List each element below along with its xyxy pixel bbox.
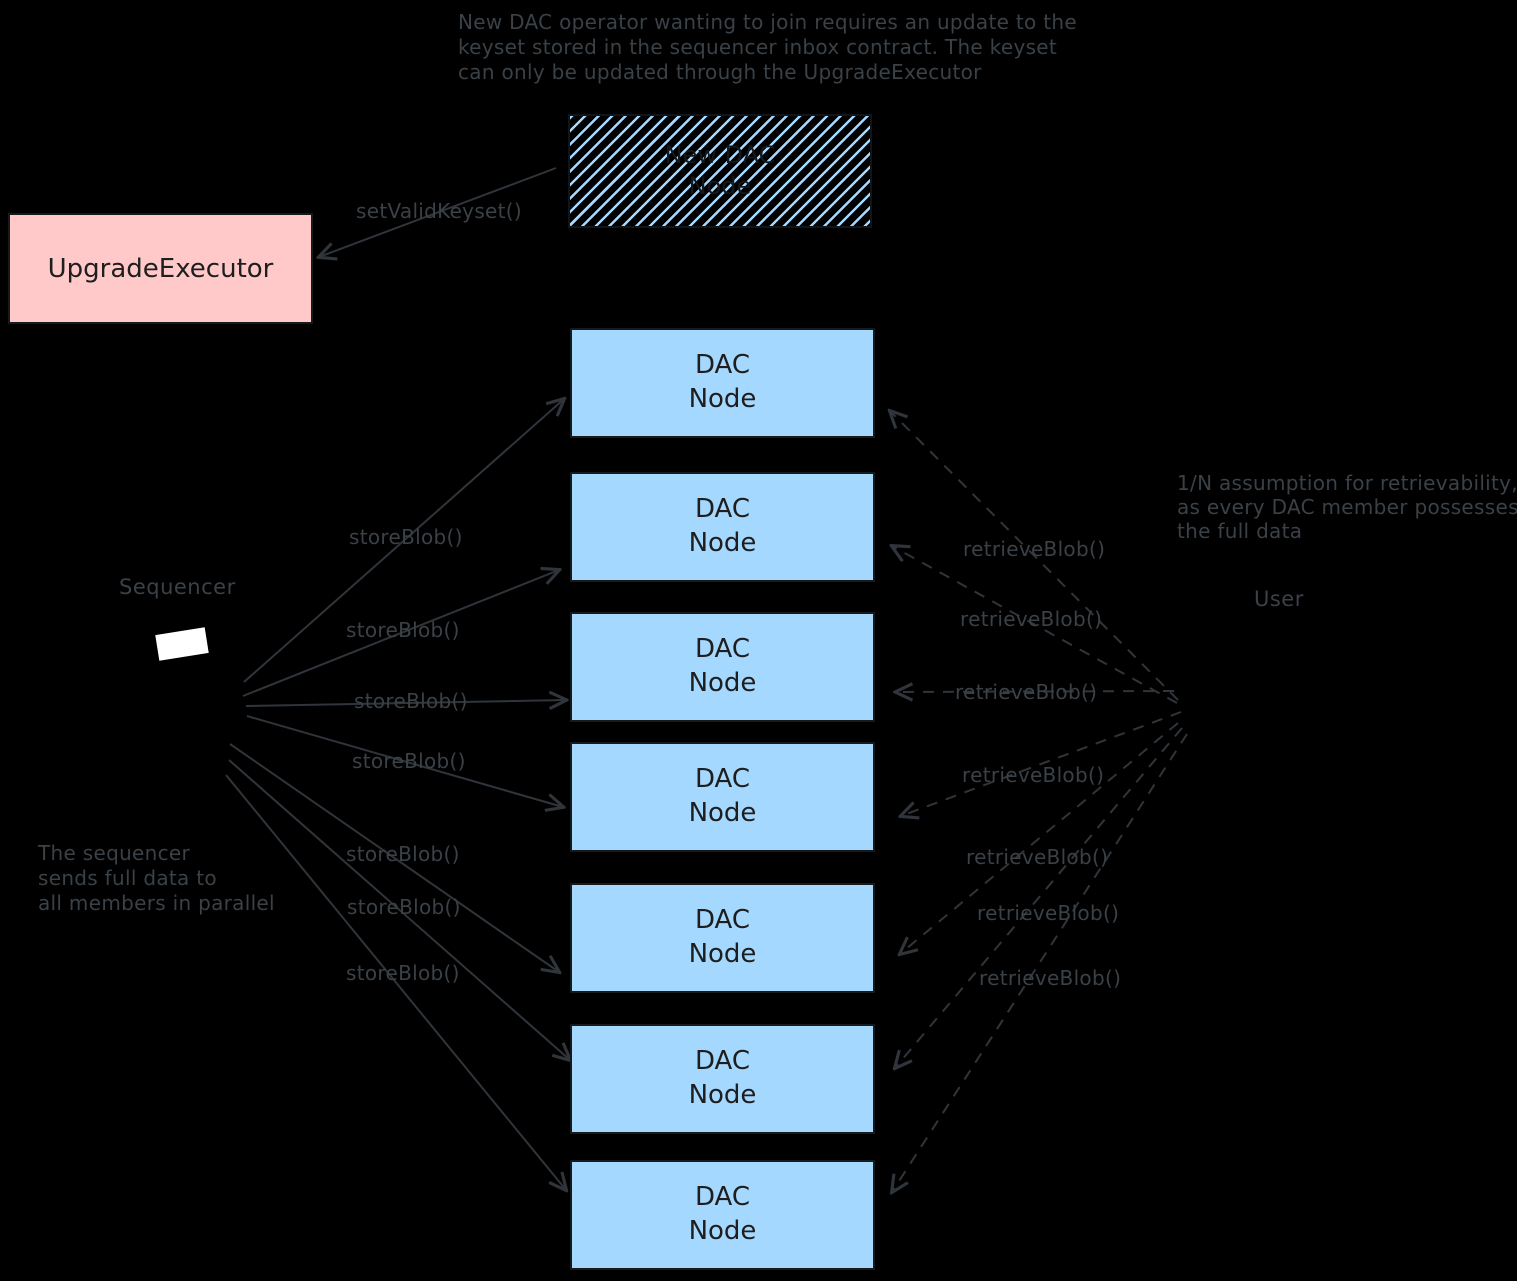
dac-node-box-2: DAC Node — [570, 472, 875, 582]
retrieve-blob-arrow-4 — [901, 711, 1182, 816]
dac-node-label-line2: Node — [688, 939, 757, 969]
dac-node-label-line2: Node — [688, 798, 757, 828]
store-blob-label-1: storeBlob() — [349, 525, 463, 549]
set-valid-keyset-label: setValidKeyset() — [356, 199, 522, 223]
dac-node-label-line1: DAC — [694, 350, 751, 381]
store-blob-label-3: storeBlob() — [354, 689, 468, 713]
store-blob-arrow-1 — [243, 399, 564, 683]
retrieve-blob-label-5: retrieveBlob() — [966, 845, 1109, 869]
user-label: User — [1254, 587, 1304, 611]
retrieve-blob-label-1: retrieveBlob() — [963, 537, 1106, 561]
right-note-line: the full data — [1177, 519, 1303, 543]
store-blob-arrow-7 — [225, 774, 566, 1190]
store-blob-label-2: storeBlob() — [346, 618, 460, 642]
retrieve-blob-label-4: retrieveBlob() — [962, 763, 1105, 787]
retrieve-blob-arrow-2 — [892, 546, 1178, 704]
new-dac-node-label-line1: New DAC — [664, 140, 776, 169]
store-blob-arrow-5 — [229, 743, 559, 972]
top-note-line: can only be updated through the UpgradeE… — [458, 60, 982, 84]
right-note-line: as every DAC member possesses — [1177, 495, 1517, 519]
retrieve-blob-arrow-7 — [892, 733, 1188, 1192]
store-blob-label-4: storeBlob() — [352, 749, 466, 773]
dac-node-label-line1: DAC — [694, 1182, 751, 1213]
right-note-line: 1/N assumption for retrievability, — [1177, 471, 1517, 495]
store-blob-arrow-2 — [242, 570, 559, 697]
dac-node-box-1: DAC Node — [570, 328, 875, 438]
dac-node-label-line2: Node — [688, 528, 757, 558]
store-blob-label-7: storeBlob() — [346, 961, 460, 985]
dac-node-box-7: DAC Node — [570, 1160, 875, 1270]
upgrade-executor-label: UpgradeExecutor — [47, 253, 274, 284]
retrieve-blob-arrow-3 — [896, 691, 1175, 692]
dac-node-label-line2: Node — [688, 1216, 757, 1246]
store-blob-arrow-3 — [245, 700, 566, 706]
retrieve-blob-label-3: retrieveBlob() — [955, 680, 1098, 704]
top-note-line: keyset stored in the sequencer inbox con… — [458, 35, 1058, 59]
retrieve-blob-arrow-5 — [900, 722, 1179, 954]
upgrade-executor-box: UpgradeExecutor — [8, 213, 313, 324]
left-note-line: The sequencer — [38, 841, 191, 865]
dac-node-box-4: DAC Node — [570, 742, 875, 852]
left-note-line: all members in parallel — [38, 891, 275, 915]
dac-node-label-line1: DAC — [694, 634, 751, 665]
new-dac-node-label-line2: Node — [688, 172, 752, 200]
dac-node-label-line1: DAC — [694, 494, 751, 525]
left-note-line: sends full data to — [38, 866, 217, 890]
left-note: The sequencer sends full data to all mem… — [38, 841, 275, 916]
retrieve-blob-arrow-1 — [890, 411, 1179, 701]
dac-node-label-line2: Node — [688, 668, 757, 698]
top-note-line: New DAC operator wanting to join require… — [458, 10, 1077, 34]
dac-node-box-5: DAC Node — [570, 883, 875, 993]
right-note: 1/N assumption for retrievability, as ev… — [1177, 471, 1517, 543]
dac-node-box-3: DAC Node — [570, 612, 875, 722]
dac-node-box-6: DAC Node — [570, 1024, 875, 1134]
dac-node-label-line1: DAC — [694, 1046, 751, 1077]
store-blob-arrow-4 — [246, 715, 563, 807]
sequencer-label: Sequencer — [119, 575, 236, 599]
set-valid-keyset-arrow — [319, 167, 557, 257]
new-dac-node-box: New DAC Node — [568, 114, 872, 228]
top-note: New DAC operator wanting to join require… — [458, 10, 1077, 85]
dac-node-label-line2: Node — [688, 1080, 757, 1110]
retrieve-blob-label-2: retrieveBlob() — [960, 607, 1103, 631]
dac-node-label-line2: Node — [688, 384, 757, 414]
retrieve-blob-label-7: retrieveBlob() — [979, 966, 1122, 990]
store-blob-label-6: storeBlob() — [347, 895, 461, 919]
store-blob-arrow-6 — [228, 759, 570, 1060]
retrieve-blob-label-6: retrieveBlob() — [977, 901, 1120, 925]
store-blob-label-5: storeBlob() — [346, 842, 460, 866]
dac-node-label-line1: DAC — [694, 905, 751, 936]
retrieve-blob-arrow-6 — [895, 727, 1183, 1068]
dac-node-label-line1: DAC — [694, 764, 751, 795]
